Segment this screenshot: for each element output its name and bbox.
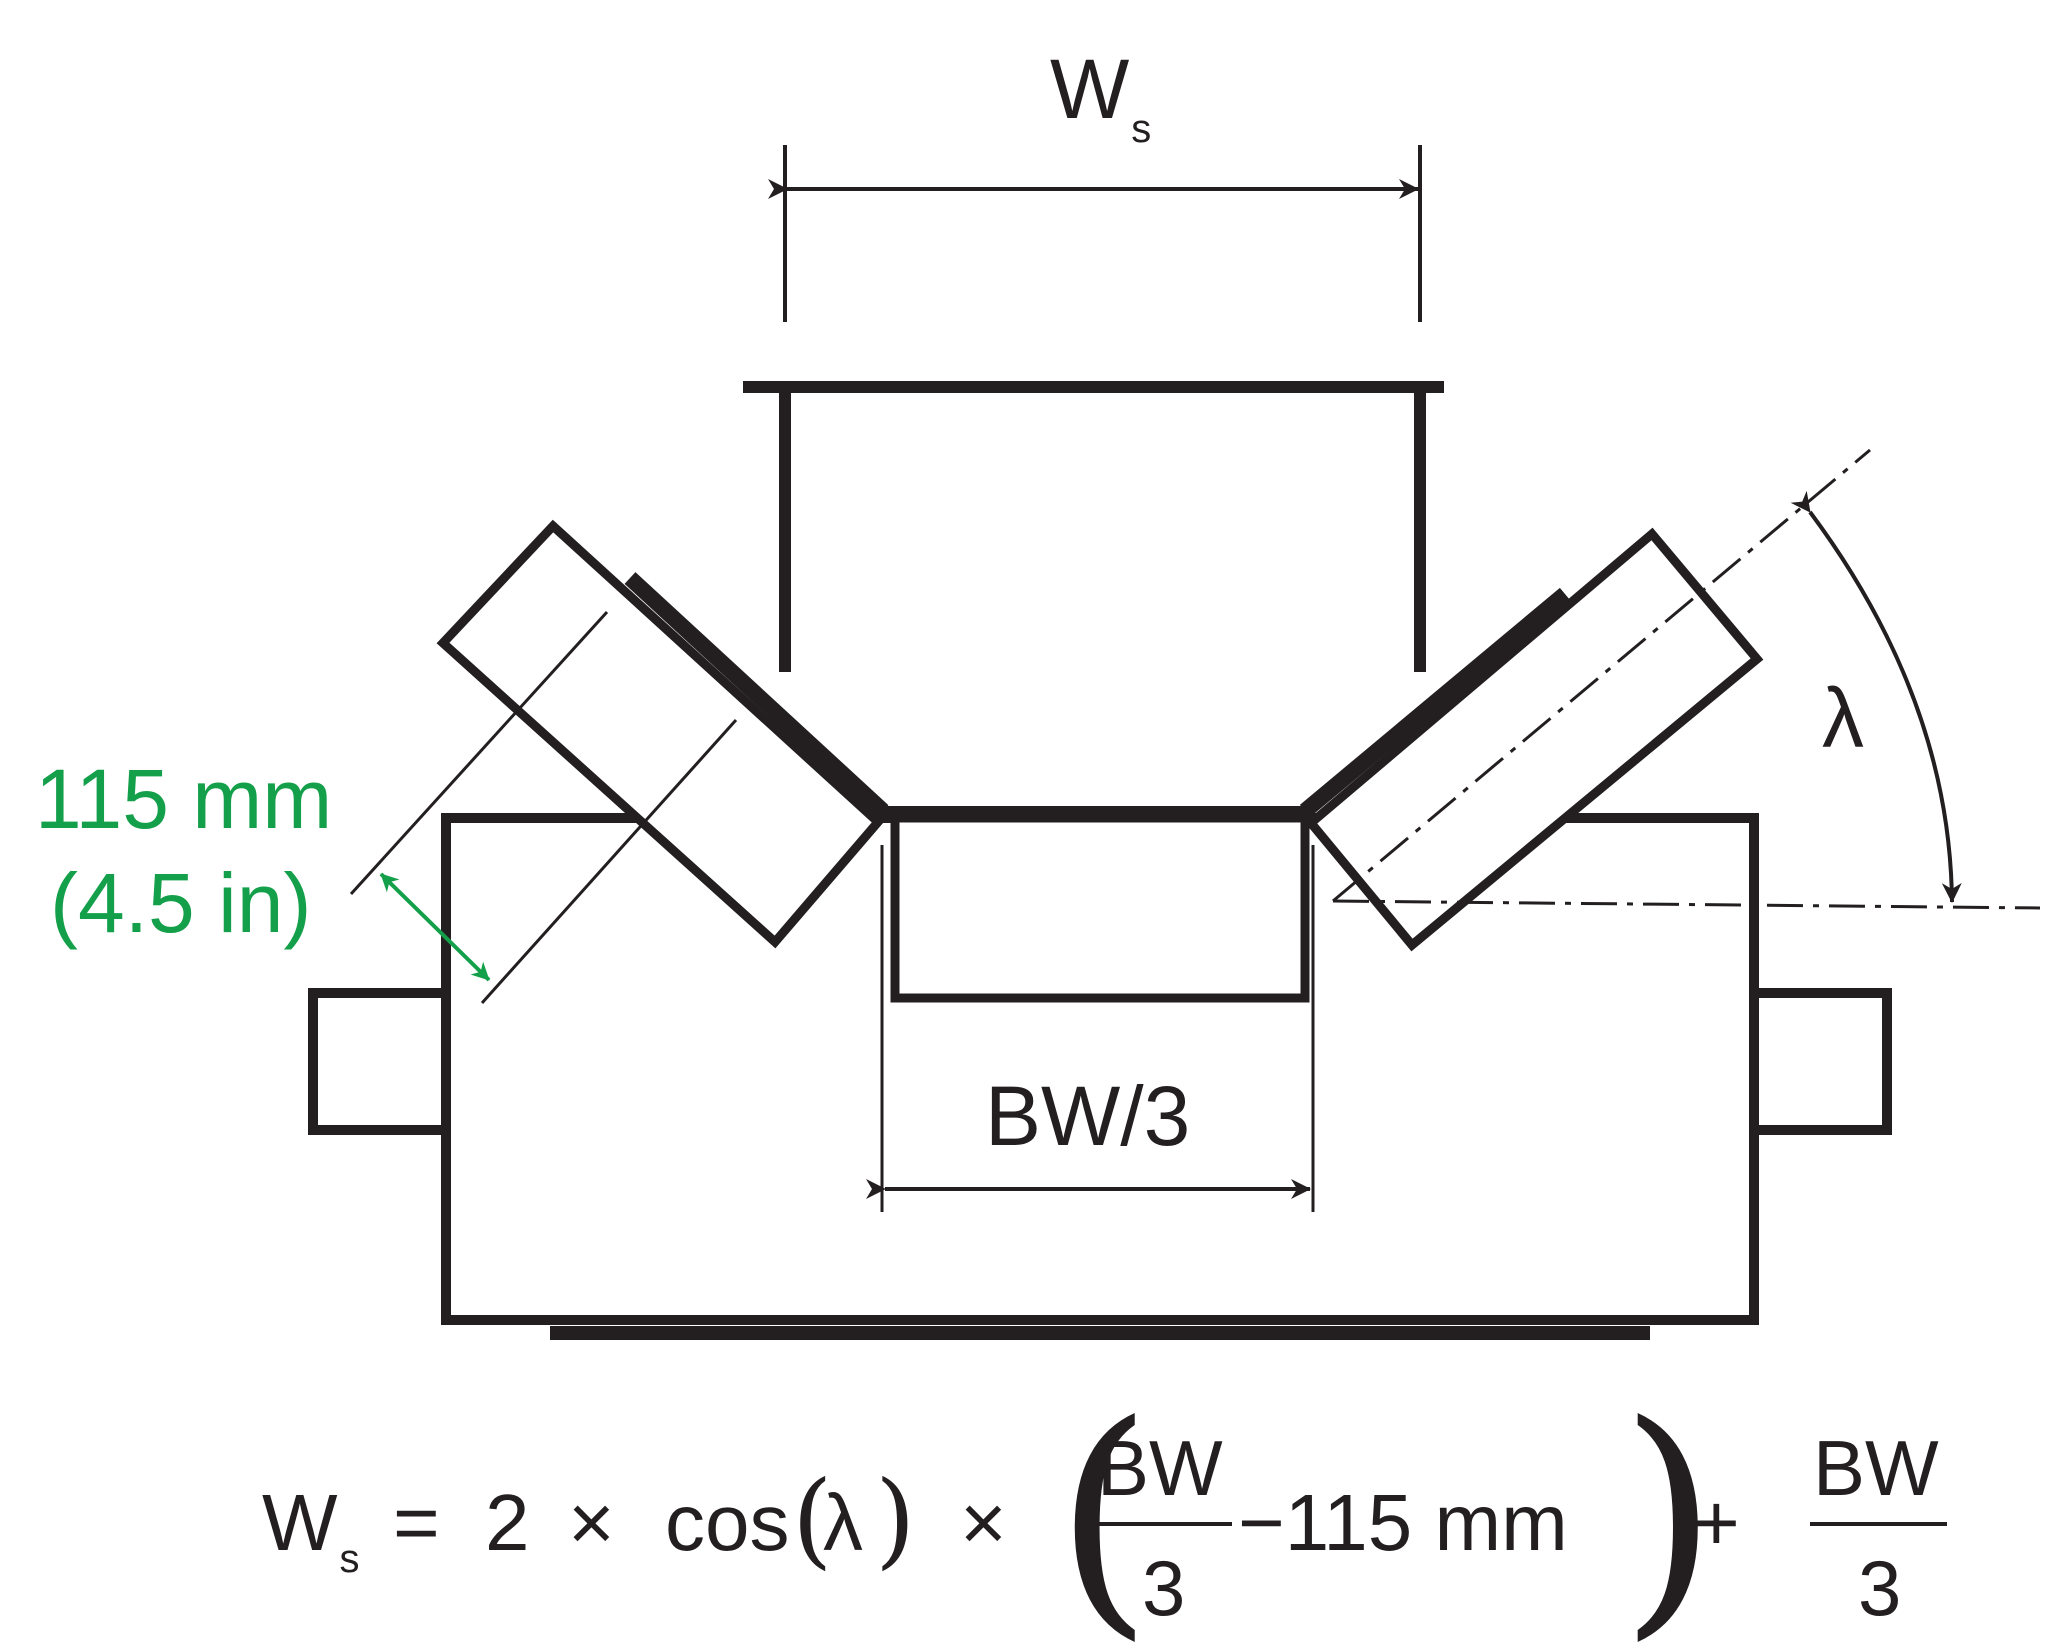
dim-115-extension-inner [480, 718, 738, 1005]
formula-plus: + [1693, 1478, 1740, 1567]
horizontal-center-line [1332, 899, 2041, 910]
formula: Ws = 2 × cos ( λ ) × ( BW 3 −115 mm ) + … [262, 1371, 1947, 1646]
left-wing-roll [436, 519, 885, 949]
bw3-label: BW/3 [985, 1069, 1190, 1163]
formula-frac1-denominator: 3 [1142, 1544, 1185, 1632]
formula-paren-open-big: ( [1055, 1371, 1153, 1646]
lambda-label: λ [1822, 671, 1864, 765]
formula-lambda: λ [823, 1478, 863, 1567]
left-mounting-bracket [308, 988, 451, 1135]
left-belt [624, 572, 889, 817]
right-wing-roll [1304, 527, 1764, 952]
formula-paren-open-small: ( [792, 1458, 833, 1580]
formula-paren-close-big: ) [1620, 1371, 1718, 1646]
formula-times-1: × [568, 1478, 615, 1567]
formula-ws: Ws [262, 1478, 360, 1581]
formula-two: 2 [485, 1478, 530, 1567]
formula-frac2-numerator: BW [1813, 1424, 1939, 1512]
formula-minus-115mm: −115 mm [1238, 1478, 1568, 1567]
wing-roll-axis-line [1332, 448, 1871, 903]
formula-frac2-denominator: 3 [1858, 1544, 1901, 1632]
lambda-angle-arc [1790, 490, 1962, 903]
dim-115-inch-label: (4.5 in) [50, 856, 311, 950]
right-belt [1299, 587, 1571, 818]
right-mounting-bracket [1749, 988, 1892, 1135]
dim-115-extension-outer [349, 610, 609, 896]
formula-frac1-numerator: BW [1097, 1424, 1223, 1512]
formula-times-2: × [960, 1478, 1007, 1567]
ws-label: Ws [1050, 42, 1151, 151]
dim-115-arrow [379, 872, 491, 982]
formula-paren-close-small: ) [875, 1458, 916, 1580]
center-roll [890, 813, 1310, 1003]
formula-equals: = [393, 1478, 440, 1567]
dim-115-label: 115 mm [35, 752, 332, 846]
formula-cos: cos [665, 1478, 790, 1567]
